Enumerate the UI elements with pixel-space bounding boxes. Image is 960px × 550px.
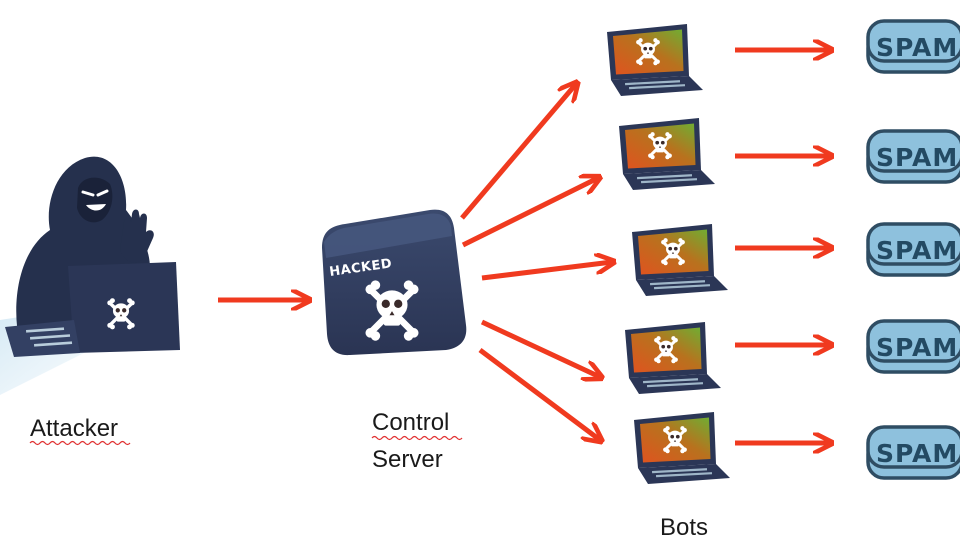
- arrow-to-bot-2: [461, 178, 598, 248]
- arrow-to-bot-3: [481, 262, 612, 281]
- bots-label: Bots: [660, 514, 708, 541]
- spam-badge-2: SPAM: [866, 129, 960, 184]
- arrow-to-bot-1: [460, 84, 576, 220]
- arrows-bots-to-spam: [735, 50, 830, 443]
- attacker-icon: [0, 156, 180, 395]
- bot-laptop-5: [634, 412, 730, 484]
- arrows-server-to-bots: [460, 84, 612, 440]
- svg-text:SPAM: SPAM: [876, 439, 958, 468]
- bot-laptop-3: [632, 224, 728, 296]
- attacker-label: Attacker: [30, 415, 118, 442]
- control-server-label-line1: Control: [372, 409, 449, 436]
- bot-laptop-4: [625, 322, 721, 394]
- control-server-label-line2: Server: [372, 446, 443, 473]
- hacked-server-icon: HACKED: [322, 209, 467, 356]
- bot-laptop-1: [607, 24, 703, 96]
- spam-badge-4: SPAM: [866, 319, 960, 374]
- svg-text:SPAM: SPAM: [876, 143, 958, 172]
- arrow-to-bot-5: [478, 348, 600, 440]
- svg-text:SPAM: SPAM: [876, 33, 958, 62]
- bots-group: [607, 24, 730, 484]
- spam-badge-5: SPAM: [866, 425, 960, 480]
- control-label-underline: [371, 435, 463, 441]
- spam-badge-1: SPAM: [866, 19, 960, 74]
- arrow-to-bot-4: [480, 319, 600, 377]
- svg-text:SPAM: SPAM: [876, 333, 958, 362]
- svg-text:SPAM: SPAM: [876, 236, 958, 265]
- spam-badge-3: SPAM: [866, 222, 960, 277]
- attacker-label-underline: [29, 440, 131, 446]
- bot-laptop-2: [619, 118, 715, 190]
